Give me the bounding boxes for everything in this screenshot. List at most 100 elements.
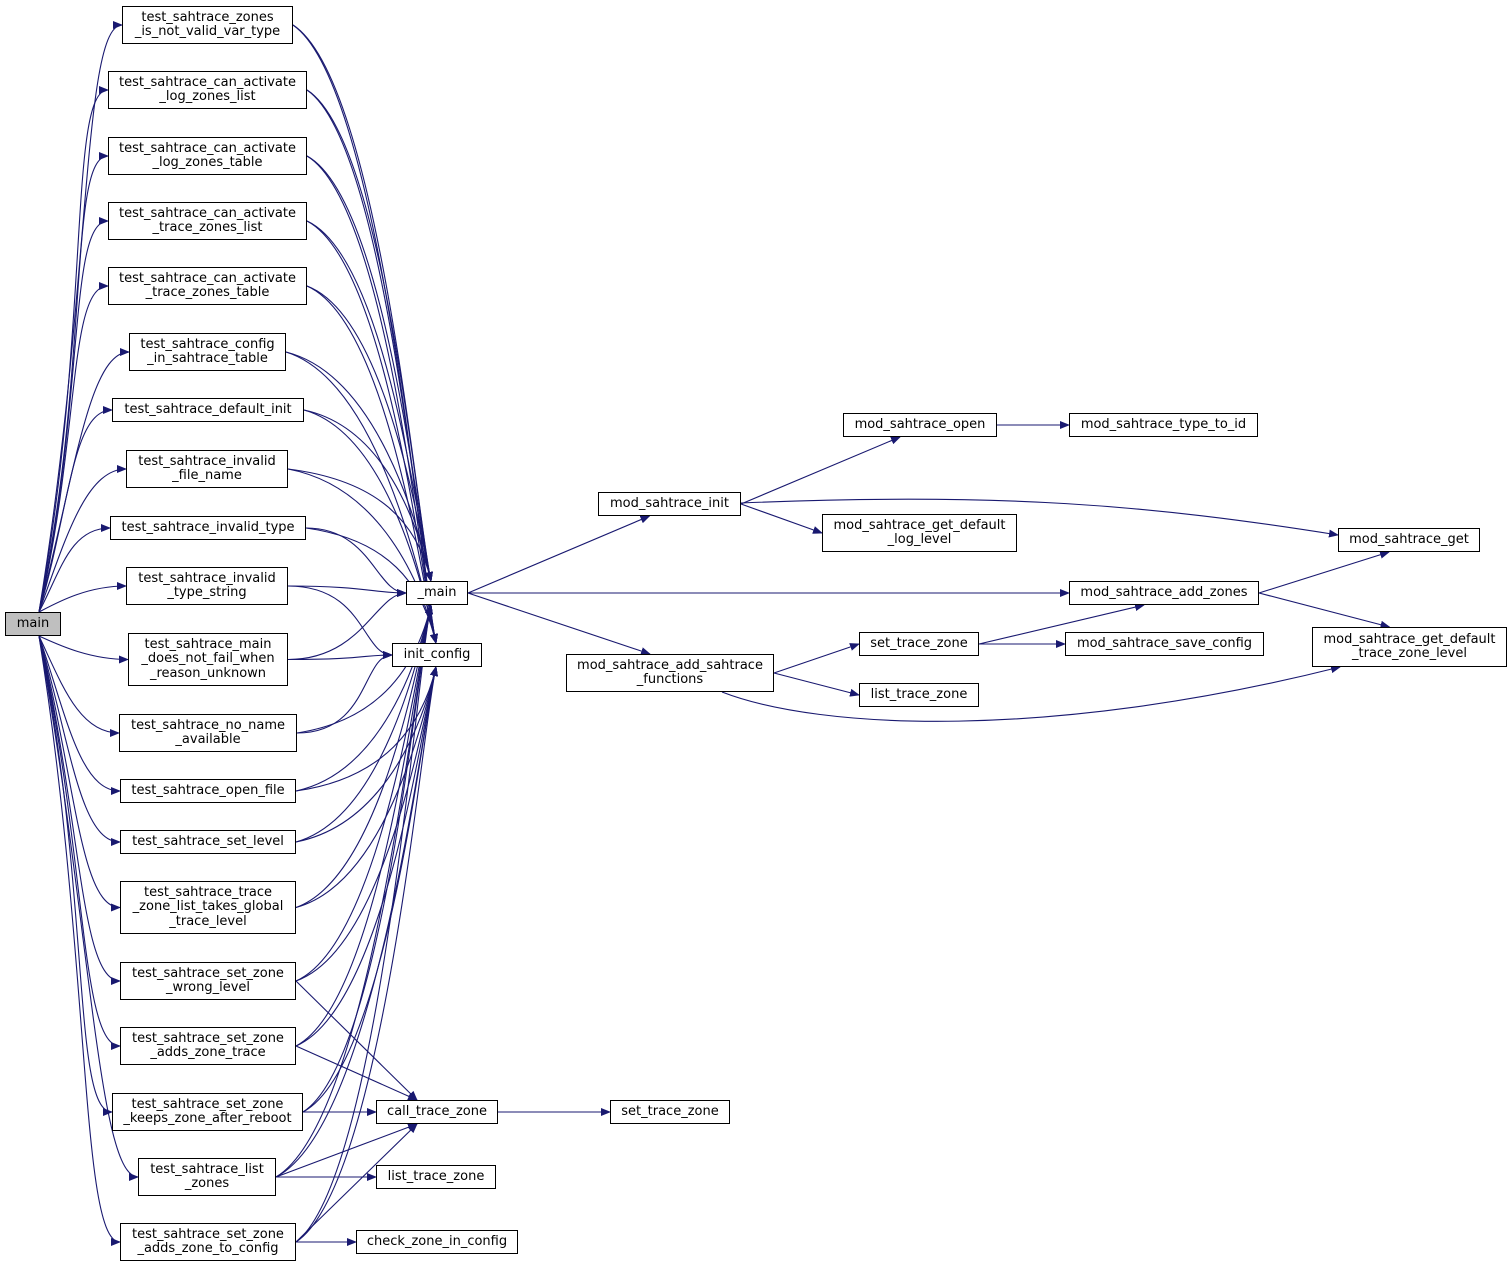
edge-mod-add-funcs-to-list-trace-zone-b: [773, 672, 860, 697]
edge-t-set-zone-config-to-init-config: [295, 666, 438, 1243]
node-t-main-not-fail[interactable]: test_sahtrace_main_does_not_fail_when_re…: [128, 633, 288, 686]
node-mod-init[interactable]: mod_sahtrace_init: [598, 492, 741, 516]
edge-mod-init-to-mod-get-def-log: [740, 503, 823, 534]
node-label-line: test_sahtrace_set_zone: [132, 1226, 284, 1242]
edge-t-set-zone-config-to--main: [295, 604, 433, 1243]
edge-t-set-zone-adds-trace-to-init-config: [295, 666, 438, 1047]
edge-main-to-t-set-level: [38, 635, 121, 846]
node-label-line: test_sahtrace_open_file: [131, 782, 285, 798]
node--main[interactable]: _main: [406, 581, 468, 605]
node-label-line: test_sahtrace_config: [140, 336, 275, 352]
node-label-line: list_trace_zone: [387, 1168, 485, 1184]
edge-mod-init-to-mod-open: [740, 436, 901, 505]
node-label-line: _keeps_zone_after_reboot: [123, 1111, 292, 1126]
edge-main-to-t-config-in-table: [38, 348, 130, 613]
edge-t-set-zone-config-to-call-trace-zone: [295, 1123, 418, 1243]
node-label-line: list_trace_zone: [870, 686, 968, 702]
edge-main-to-t-trace-list: [38, 217, 109, 613]
edge-main-to-t-set-zone-config: [38, 635, 121, 1246]
node-t-list-zones[interactable]: test_sahtrace_list_zones: [138, 1158, 276, 1196]
node-mod-type-to-id[interactable]: mod_sahtrace_type_to_id: [1069, 413, 1258, 437]
node-t-log-table[interactable]: test_sahtrace_can_activate_log_zones_tab…: [108, 137, 307, 175]
node-label-line: test_sahtrace_can_activate: [119, 270, 296, 286]
edge--main-to-mod-init: [467, 515, 651, 594]
node-mod-open[interactable]: mod_sahtrace_open: [843, 413, 997, 437]
node-label-line: test_sahtrace_invalid: [138, 570, 276, 586]
node-label-line: _is_not_valid_var_type: [134, 24, 281, 39]
node-label-line: test_sahtrace_list: [150, 1161, 264, 1177]
node-label-line: mod_sahtrace_open: [854, 416, 986, 432]
node-label-line: _log_zones_table: [152, 155, 263, 170]
node-label-line: _main: [417, 584, 457, 600]
node-t-invalid-type-str[interactable]: test_sahtrace_invalid_type_string: [126, 567, 288, 605]
node-main[interactable]: main: [5, 612, 61, 636]
node-label-line: mod_sahtrace_get: [1349, 531, 1469, 547]
edge-t-invalid-type-to--main: [305, 527, 407, 597]
edge-mod-add-funcs-to-mod-get-def-trace: [721, 665, 1341, 722]
node-mod-get[interactable]: mod_sahtrace_get: [1338, 528, 1480, 552]
edge-main-to-t-default-init: [38, 406, 113, 613]
edge-main-to-t-zones-invalid-var: [38, 21, 123, 613]
node-label-line: test_sahtrace_set_zone: [131, 1096, 284, 1112]
edge-t-trace-table-to--main: [306, 285, 433, 582]
node-init-config[interactable]: init_config: [392, 643, 482, 667]
edge-main-to-t-invalid-type-str: [38, 582, 127, 613]
node-label-line: _does_not_fail_when: [141, 651, 275, 667]
node-label-line: _adds_zone_trace: [150, 1045, 266, 1060]
node-t-default-init[interactable]: test_sahtrace_default_init: [112, 398, 304, 422]
edge-t-zones-invalid-var-to-init-config: [292, 24, 438, 644]
node-label-line: _zone_list_takes_global: [132, 899, 284, 915]
node-label-line: _available: [175, 732, 241, 747]
node-t-set-zone-config[interactable]: test_sahtrace_set_zone_adds_zone_to_conf…: [120, 1223, 296, 1261]
edge-t-default-init-to--main: [303, 409, 433, 582]
node-label-line: init_config: [403, 646, 471, 662]
node-label-line: _functions: [636, 672, 704, 687]
node-label-line: _trace_level: [169, 913, 247, 929]
node-mod-add-zones[interactable]: mod_sahtrace_add_zones: [1069, 581, 1259, 605]
node-t-open-file[interactable]: test_sahtrace_open_file: [120, 779, 296, 803]
node-label-line: call_trace_zone: [387, 1103, 487, 1119]
edge-main-to-t-open-file: [38, 635, 121, 795]
node-list-trace-zone-b[interactable]: list_trace_zone: [859, 683, 979, 707]
node-call-trace-zone[interactable]: call_trace_zone: [376, 1100, 498, 1124]
node-label-line: mod_sahtrace_init: [610, 495, 729, 511]
node-mod-get-def-trace[interactable]: mod_sahtrace_get_default_trace_zone_leve…: [1312, 627, 1507, 667]
node-t-log-list[interactable]: test_sahtrace_can_activate_log_zones_lis…: [108, 71, 307, 109]
node-t-set-zone-wrong[interactable]: test_sahtrace_set_zone_wrong_level: [120, 962, 296, 1000]
node-t-trace-list[interactable]: test_sahtrace_can_activate_trace_zones_l…: [108, 202, 307, 240]
node-label-line: test_sahtrace_trace: [143, 884, 273, 900]
edge-t-invalid-file-to--main: [287, 468, 433, 582]
edge-main-to-t-no-name: [38, 635, 120, 737]
edge-t-open-file-to-init-config: [295, 666, 438, 792]
node-label-line: test_sahtrace_set_zone: [132, 1030, 284, 1046]
node-mod-save-config[interactable]: mod_sahtrace_save_config: [1065, 632, 1264, 656]
node-label-line: _trace_zones_table: [145, 285, 270, 300]
node-t-set-level[interactable]: test_sahtrace_set_level: [120, 830, 296, 854]
node-mod-get-def-log[interactable]: mod_sahtrace_get_default_log_level: [822, 514, 1017, 552]
node-set-trace-zone-a[interactable]: set_trace_zone: [610, 1100, 730, 1124]
node-label-line: mod_sahtrace_add_zones: [1080, 584, 1248, 600]
node-t-set-zone-adds-trace[interactable]: test_sahtrace_set_zone_adds_zone_trace: [120, 1027, 296, 1065]
node-t-zones-invalid-var[interactable]: test_sahtrace_zones_is_not_valid_var_typ…: [122, 6, 293, 44]
node-list-trace-zone-a[interactable]: list_trace_zone: [376, 1165, 496, 1189]
node-label-line: _in_sahtrace_table: [147, 351, 268, 366]
edge-t-list-zones-to-init-config: [275, 666, 438, 1178]
edge-t-set-zone-wrong-to-call-trace-zone: [295, 980, 418, 1101]
edge-main-to-t-trace-table: [38, 282, 109, 613]
node-t-trace-zone-list[interactable]: test_sahtrace_trace_zone_list_takes_glob…: [120, 881, 296, 934]
node-t-config-in-table[interactable]: test_sahtrace_config_in_sahtrace_table: [129, 333, 286, 371]
node-label-line: test_sahtrace_main: [144, 636, 272, 652]
node-t-invalid-file[interactable]: test_sahtrace_invalid_file_name: [126, 450, 288, 488]
edge-t-invalid-type-str-to--main: [287, 585, 407, 597]
node-label-line: _file_name: [172, 468, 242, 483]
node-t-no-name[interactable]: test_sahtrace_no_name_available: [119, 714, 297, 752]
node-t-set-zone-keeps[interactable]: test_sahtrace_set_zone_keeps_zone_after_…: [112, 1093, 303, 1131]
node-t-trace-table[interactable]: test_sahtrace_can_activate_trace_zones_t…: [108, 267, 307, 305]
node-mod-add-funcs[interactable]: mod_sahtrace_add_sahtrace_functions: [566, 654, 774, 692]
node-label-line: test_sahtrace_zones: [141, 9, 274, 25]
node-check-zone-in-config[interactable]: check_zone_in_config: [356, 1230, 518, 1254]
edge-t-trace-list-to--main: [306, 220, 433, 582]
node-set-trace-zone-b[interactable]: set_trace_zone: [859, 632, 979, 656]
node-t-invalid-type[interactable]: test_sahtrace_invalid_type: [110, 516, 306, 540]
